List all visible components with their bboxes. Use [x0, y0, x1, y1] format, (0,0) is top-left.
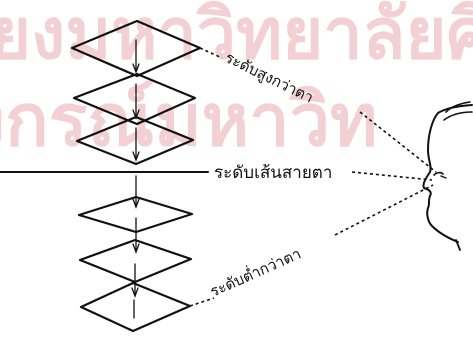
face-profile — [423, 102, 472, 250]
label-eye-level: ระดับเส้นสายตา — [214, 163, 332, 183]
label-lower: ระดับต่ำกว่าตา — [206, 243, 303, 301]
watermark-line-2: งกรณ์มหาวิท — [0, 78, 377, 162]
eye-mark — [434, 173, 443, 175]
watermark: ยงมหาวิทยาลัยศิลปากร งกรณ์มหาวิท — [0, 0, 473, 162]
